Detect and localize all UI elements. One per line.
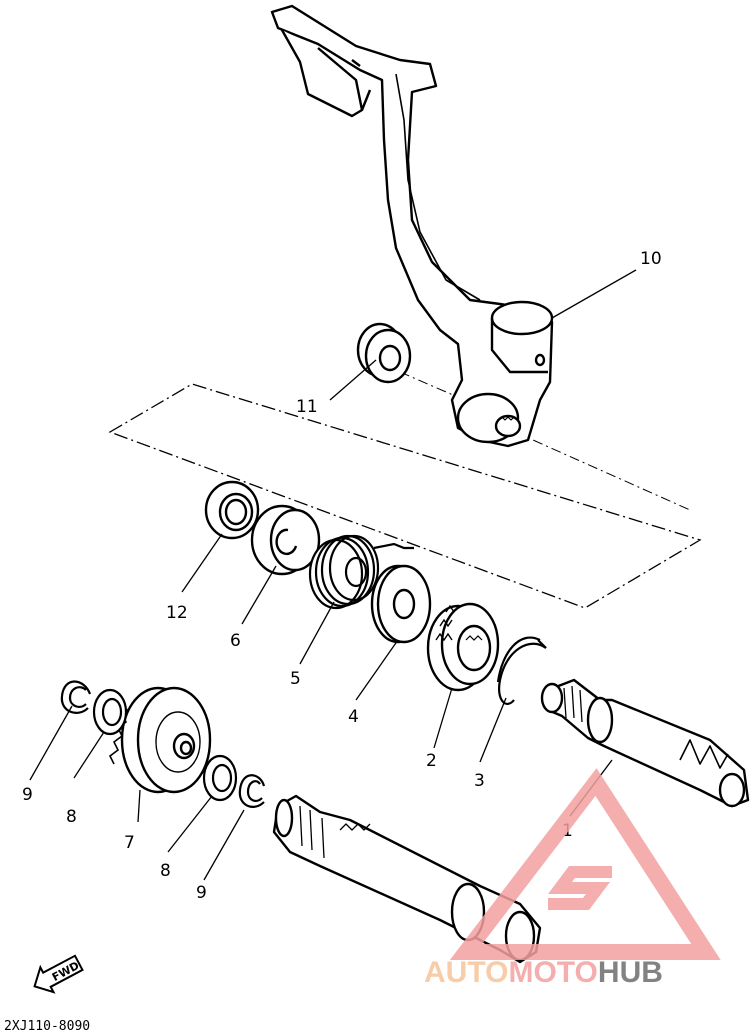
idle-gear-part-7 <box>108 686 212 794</box>
watermark-hub: HUB <box>598 956 663 989</box>
diagram-code: 2XJ110-8090 <box>4 1019 90 1034</box>
watermark-moto: MOTO <box>508 956 597 989</box>
circlip-part-9-b <box>238 774 266 808</box>
washer-part-8-b <box>202 754 238 802</box>
label-5: 5 <box>290 669 301 689</box>
label-8-a: 8 <box>66 807 77 827</box>
label-7: 7 <box>124 833 135 853</box>
watermark-text: AUTOMOTOHUB <box>424 956 663 989</box>
label-6: 6 <box>230 631 241 651</box>
assembly-box <box>108 383 702 609</box>
oil-seal-part-12 <box>204 480 260 540</box>
center-line <box>399 371 461 399</box>
center-line <box>514 431 691 511</box>
fwd-arrow: FWD <box>33 954 84 994</box>
spring-cover-part-6 <box>250 504 321 576</box>
washer-part-4 <box>370 564 432 644</box>
washer-part-8-a <box>92 688 128 736</box>
ratchet-wheel-part-2 <box>426 602 500 692</box>
torsion-spring-part-5 <box>308 534 414 610</box>
kick-axle-part-1 <box>540 678 750 808</box>
leader-lines <box>29 269 637 881</box>
label-12: 12 <box>166 603 188 623</box>
circlip-part-3 <box>496 636 547 705</box>
watermark-logo: AUTOMOTOHUB <box>424 768 721 989</box>
label-10: 10 <box>640 249 662 269</box>
label-9-b: 9 <box>196 883 207 903</box>
label-11: 11 <box>296 397 318 417</box>
collar-part-11 <box>356 322 412 384</box>
label-3: 3 <box>474 771 485 791</box>
label-8-b: 8 <box>160 861 171 881</box>
label-2: 2 <box>426 751 437 771</box>
idle-gear-shaft <box>272 794 542 964</box>
label-4: 4 <box>348 707 359 727</box>
circlip-part-9-a <box>60 680 92 714</box>
label-9-a: 9 <box>22 785 33 805</box>
kick-crank-part-10 <box>270 4 554 448</box>
watermark-auto: AUTO <box>424 956 508 989</box>
